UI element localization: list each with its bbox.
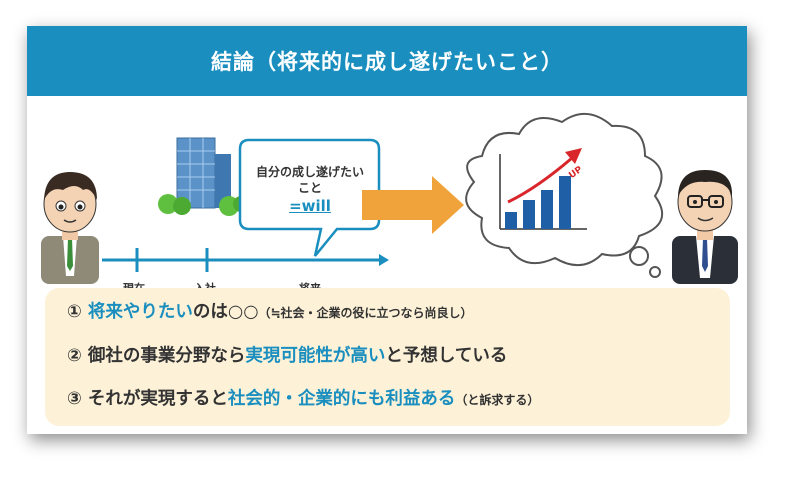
will-label: =will <box>289 197 331 215</box>
timeline <box>102 248 389 272</box>
point-2: ② 御社の事業分野なら実現可能性が高いと予想している <box>67 342 507 367</box>
point-3-text: それが実現すると <box>87 389 228 409</box>
point-1-text: のは○○ <box>192 302 259 322</box>
bubble-line-2: こと <box>297 181 322 195</box>
point-1-highlight: 将来やりたい <box>87 302 193 322</box>
illustration-area: 自分の成し遂げたい こと =will 現在 入社 将来 UP <box>27 96 747 295</box>
point-2-text-end: と予想している <box>385 346 508 366</box>
key-points-panel: ① 将来やりたいのは○○（≒社会・企業の役に立つなら尚良し） ② 御社の事業分野… <box>45 288 730 426</box>
point-1-number: ① <box>67 302 82 322</box>
point-3-note: （と訴求する） <box>455 393 540 407</box>
point-1: ① 将来やりたいのは○○（≒社会・企業の役に立つなら尚良し） <box>67 298 473 323</box>
growth-chart-icon <box>499 148 587 230</box>
title-bar: 結論（将来的に成し遂げたいこと） <box>27 26 747 96</box>
businessman-illustration <box>672 170 738 284</box>
right-arrow-icon <box>362 176 464 234</box>
office-building-icon <box>158 137 249 216</box>
speech-bubble <box>238 138 381 257</box>
point-1-note: （≒社会・企業の役に立つなら尚良し） <box>258 306 473 320</box>
young-man-illustration <box>41 172 99 284</box>
point-3-highlight: 社会的・企業的にも利益ある <box>227 389 456 409</box>
point-3-number: ③ <box>67 389 82 409</box>
point-3: ③ それが実現すると社会的・企業的にも利益ある（と訴求する） <box>67 385 539 410</box>
speech-bubble-text: 自分の成し遂げたい こと =will <box>245 164 375 214</box>
bubble-line-1: 自分の成し遂げたい <box>255 165 364 179</box>
slide-title: 結論（将来的に成し遂げたいこと） <box>211 50 563 74</box>
point-2-highlight: 実現可能性が高い <box>245 346 386 366</box>
slide: 結論（将来的に成し遂げたいこと） <box>27 26 747 434</box>
point-2-text: 御社の事業分野なら <box>87 346 246 366</box>
point-2-number: ② <box>67 346 82 366</box>
